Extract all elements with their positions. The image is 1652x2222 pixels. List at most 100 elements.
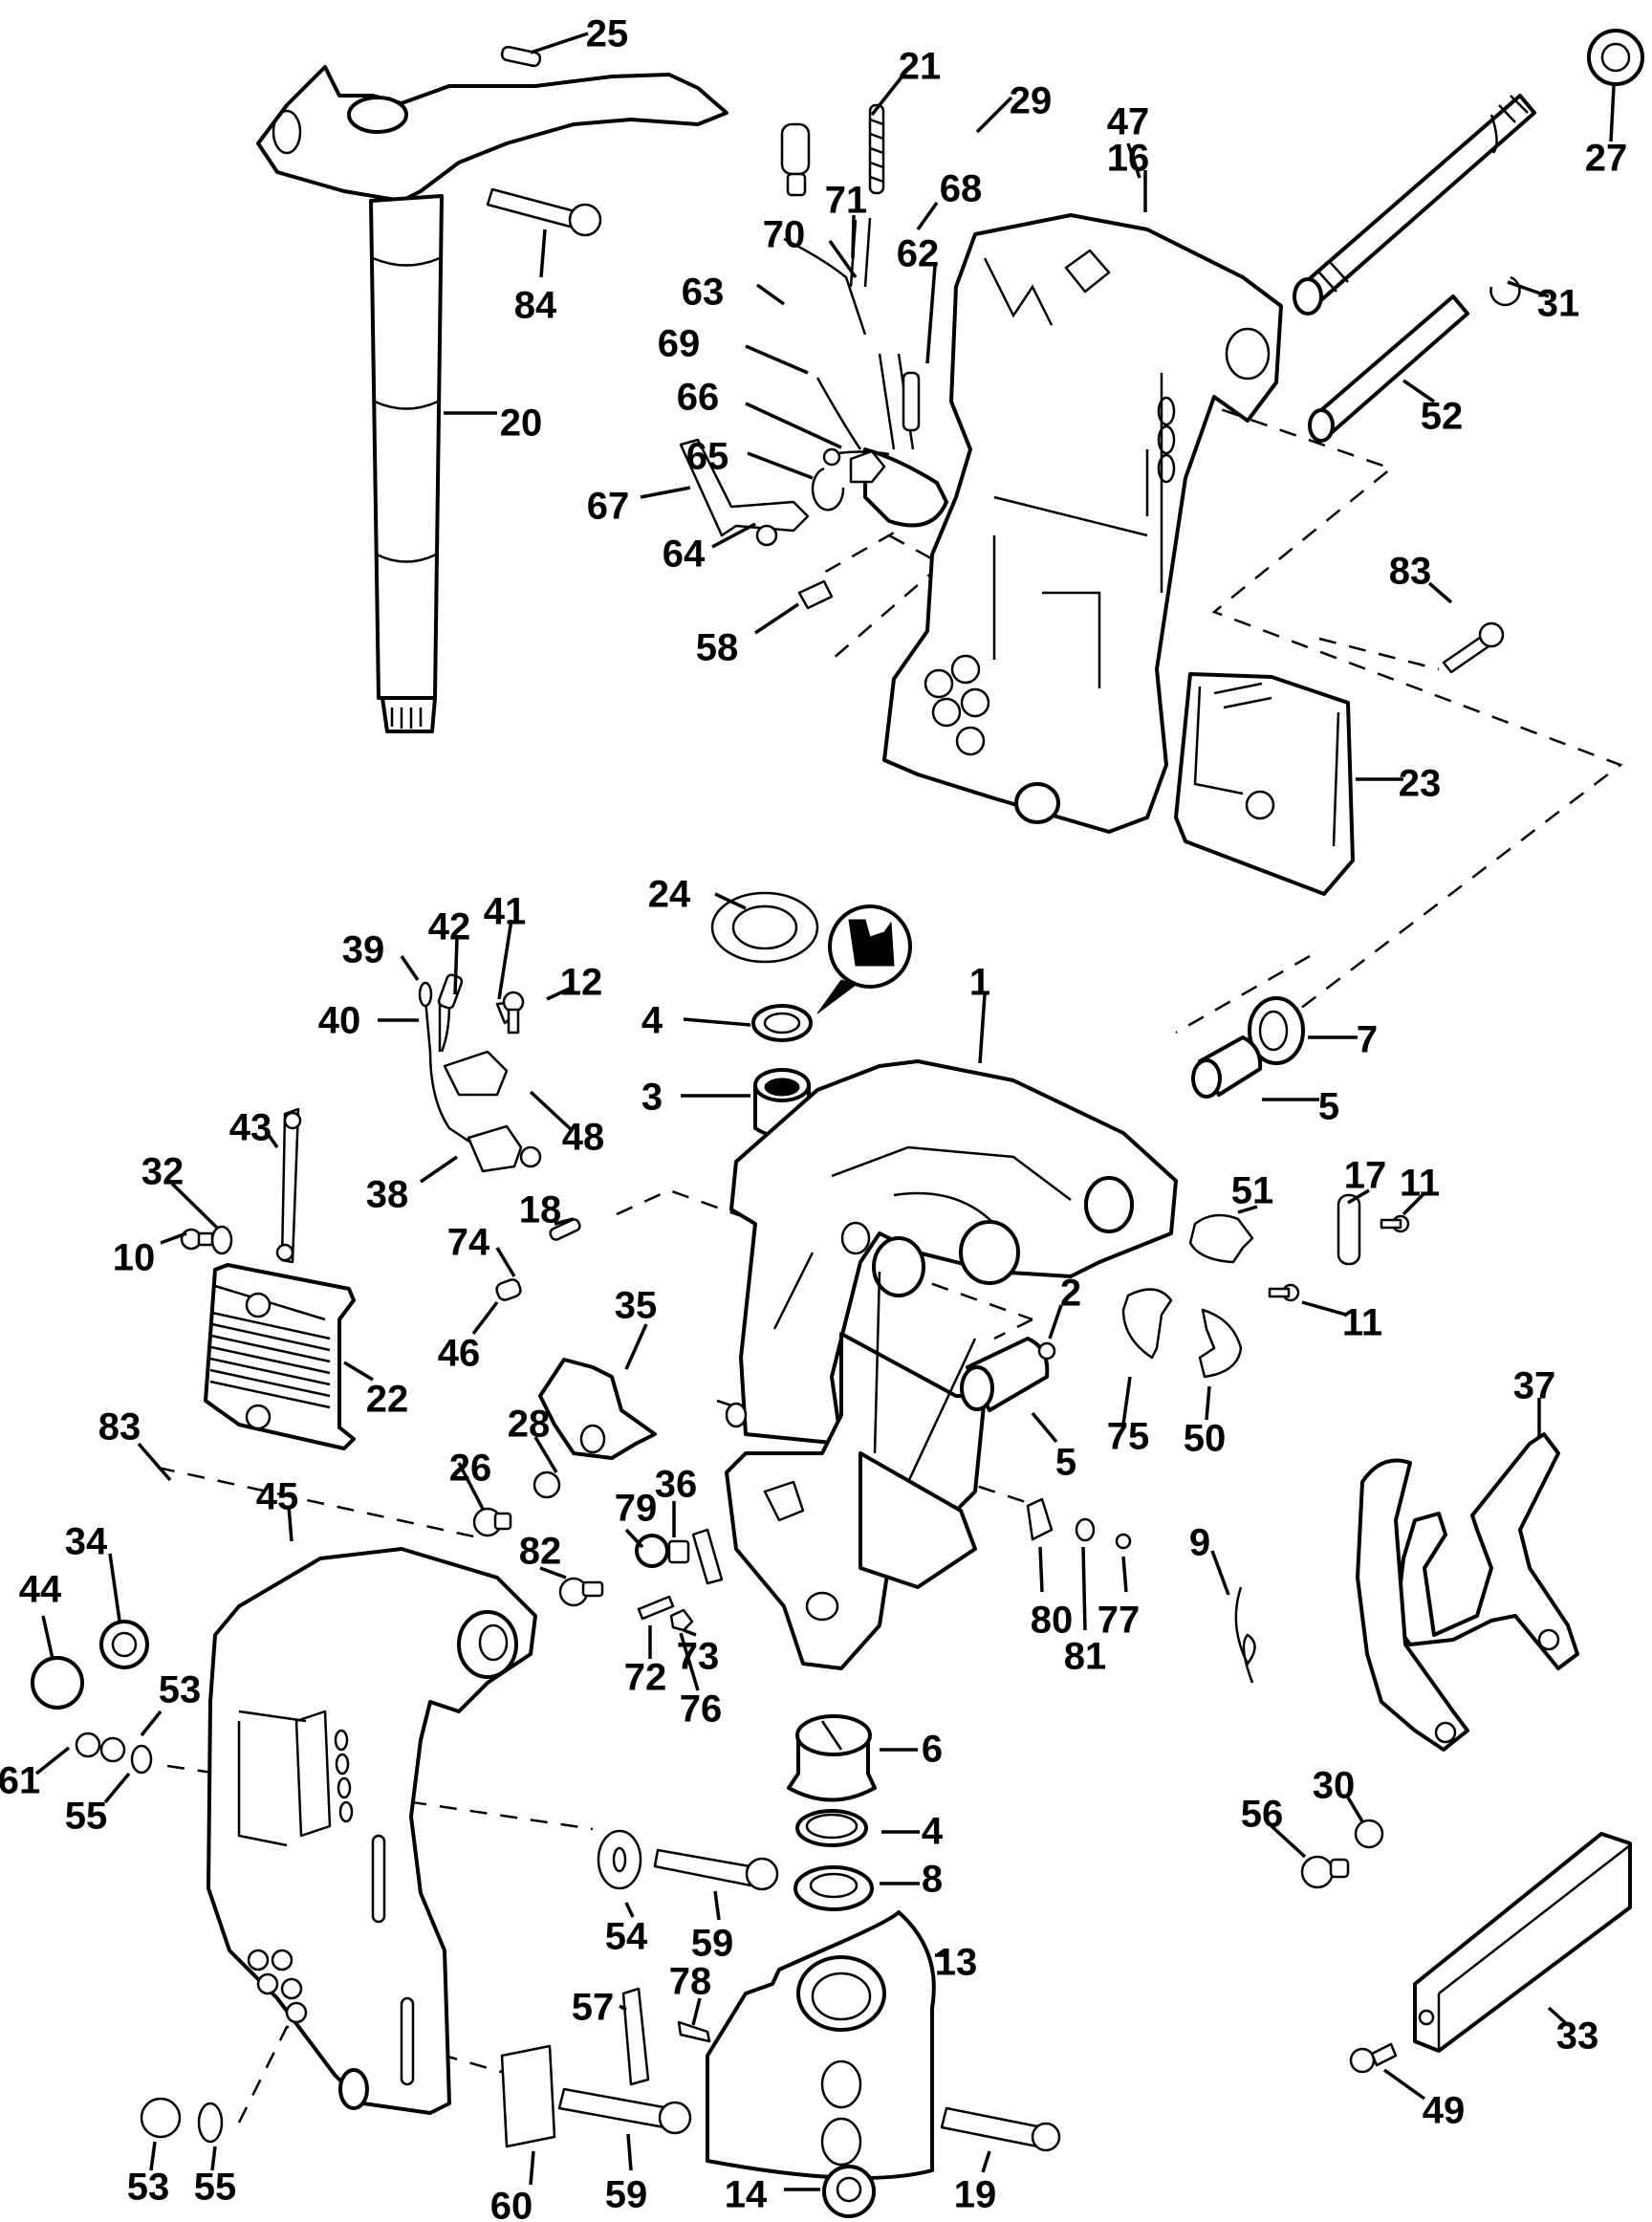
callout-cap[interactable]: 76 (679, 1632, 723, 1731)
callout-tilt-lock-lever[interactable]: 35 (615, 1285, 658, 1370)
callout-bolt[interactable]: 59 (605, 2133, 648, 2216)
leader-line (916, 201, 939, 231)
callout-lever[interactable]: 67 (587, 486, 691, 528)
callout-switch-housing[interactable]: 62 (897, 233, 940, 364)
callout-clip[interactable]: 36 (655, 1464, 698, 1537)
callout-bracket[interactable]: 48 (529, 1090, 604, 1159)
callout-nut[interactable]: 34 (65, 1521, 121, 1622)
callout-yoke[interactable]: 13 (935, 1942, 978, 1984)
callout-bushing[interactable]: 6 (880, 1729, 943, 1771)
callout-screw[interactable]: 58 (696, 602, 799, 669)
callout-seal[interactable]: 4 (881, 1811, 944, 1853)
callout-retainer[interactable]: 50 (1184, 1385, 1227, 1460)
callout-screw[interactable]: 83 (98, 1406, 172, 1482)
callout-screw[interactable]: 83 (1389, 551, 1453, 604)
leader-line (1126, 142, 1141, 179)
callout-screw[interactable]: 11 (1400, 1163, 1440, 1216)
callout-clip[interactable]: 51 (1231, 1170, 1274, 1214)
callout-washer[interactable]: 79 (615, 1488, 658, 1549)
callout-screw[interactable]: 12 (546, 962, 602, 1004)
bushing-part (1191, 1035, 1263, 1099)
callout-bolt[interactable]: 84 (514, 229, 557, 327)
callout-fitting[interactable]: 2 (1048, 1273, 1081, 1340)
callout-nut[interactable]: 30 (1313, 1765, 1364, 1822)
callout-retaining-ring[interactable]: 31 (1507, 280, 1579, 325)
callout-spring[interactable]: 9 (1189, 1522, 1230, 1596)
callout-number: 37 (1513, 1365, 1556, 1407)
callout-bushing[interactable]: 8 (880, 1859, 943, 1901)
callout-screw[interactable]: 72 (624, 1625, 667, 1699)
callout-screw[interactable]: 78 (669, 1961, 712, 2026)
callout-plunger[interactable]: 74 (447, 1222, 516, 1277)
callout-pin[interactable]: 52 (1402, 379, 1464, 438)
callout-terminal[interactable]: 70 (763, 214, 858, 279)
callout-bolt[interactable]: 59 (691, 1890, 734, 1965)
leader-line (1237, 1205, 1258, 1214)
callout-washer[interactable]: 24 (648, 874, 747, 916)
callout-nut[interactable]: 28 (508, 1404, 558, 1473)
callout-washer[interactable]: 55 (65, 1772, 131, 1838)
callout-washer[interactable]: 32 (141, 1151, 220, 1231)
callout-nut[interactable]: 14 (725, 2174, 820, 2216)
callout-cover[interactable]: 22 (343, 1361, 408, 1421)
callout-screw[interactable]: 10 (113, 1231, 187, 1279)
callout-spacer[interactable]: 61 (0, 1746, 71, 1802)
callout-number: 78 (669, 1961, 712, 2003)
callout-bushing[interactable]: 5 (1262, 1086, 1339, 1128)
callout-steering-arm-shaft[interactable]: 20 (444, 403, 542, 445)
callout-washer[interactable]: 54 (605, 1902, 648, 1958)
callout-bracket[interactable]: 80 (1031, 1546, 1074, 1642)
leader-line (264, 1129, 279, 1149)
callout-switch[interactable]: 38 (366, 1155, 458, 1216)
callout-spring[interactable]: 29 (975, 80, 1052, 134)
callout-ground-strap[interactable]: 63 (682, 272, 786, 314)
callout-bushing[interactable]: 82 (519, 1531, 567, 1579)
callout-bracket[interactable]: 57 (572, 1987, 627, 2029)
callout-screw[interactable]: 77 (1098, 1556, 1141, 1642)
callout-stern-bracket-right[interactable]: 16 (1107, 138, 1150, 212)
callout-washer[interactable]: 7 (1308, 1019, 1378, 1061)
callout-spring[interactable]: 65 (686, 436, 814, 480)
callout-ground-strap[interactable]: 43 (229, 1107, 279, 1149)
callout-screw[interactable]: 56 (1241, 1794, 1307, 1859)
callout-cap[interactable]: 44 (19, 1569, 62, 1660)
callout-connector[interactable]: 68 (916, 168, 982, 231)
callout-washer[interactable]: 81 (1064, 1546, 1107, 1678)
callout-bushing[interactable]: 5 (1031, 1411, 1076, 1484)
callout-spring[interactable]: 18 (519, 1189, 575, 1231)
callout-screw[interactable]: 49 (1382, 2068, 1465, 2132)
callout-lead[interactable]: 40 (318, 1000, 419, 1042)
callout-plate[interactable]: 60 (490, 2150, 535, 2222)
callout-screw[interactable]: 25 (530, 13, 628, 55)
callout-number: 23 (1399, 763, 1442, 805)
callout-stern-bracket-left[interactable]: 45 (256, 1476, 299, 1542)
callout-screw[interactable]: 11 (1301, 1300, 1382, 1344)
callout-number: 52 (1421, 396, 1464, 438)
callout-seal[interactable]: 4 (641, 1000, 751, 1042)
callout-nut[interactable]: 53 (127, 2141, 170, 2209)
callout-swivel-bracket[interactable]: 1 (969, 962, 990, 1064)
callout-washer[interactable]: 64 (663, 522, 756, 576)
callout-bolt[interactable]: 19 (954, 2150, 997, 2216)
callout-anode[interactable]: 33 (1547, 2006, 1598, 2058)
callout-terminal[interactable]: 39 (342, 929, 420, 981)
callout-number: 8 (922, 1859, 943, 1901)
callout-wire[interactable]: 71 (825, 180, 868, 259)
callout-plate[interactable]: 17 (1344, 1155, 1387, 1205)
callout-trim-tab-pin[interactable]: 21 (870, 46, 941, 117)
callout-washer[interactable]: 55 (194, 2146, 237, 2209)
callout-screw[interactable]: 26 (449, 1448, 492, 1510)
callout-nut[interactable]: 66 (677, 377, 842, 449)
callout-nut[interactable]: 53 (140, 1669, 201, 1737)
callout-wire[interactable]: 42 (428, 906, 471, 995)
callout-cover[interactable]: 23 (1356, 763, 1441, 805)
callout-number: 13 (935, 1942, 978, 1984)
callout-retainer[interactable]: 75 (1107, 1376, 1150, 1458)
callout-tilt-lever[interactable]: 37 (1513, 1365, 1556, 1439)
callout-wire[interactable]: 41 (484, 891, 527, 1000)
callout-lead[interactable]: 69 (658, 323, 809, 375)
callout-tilt-tube[interactable]: 47 (1107, 101, 1150, 179)
callout-nut[interactable]: 27 (1585, 85, 1628, 180)
callout-bushing[interactable]: 3 (641, 1077, 750, 1119)
callout-pin[interactable]: 46 (438, 1300, 499, 1375)
